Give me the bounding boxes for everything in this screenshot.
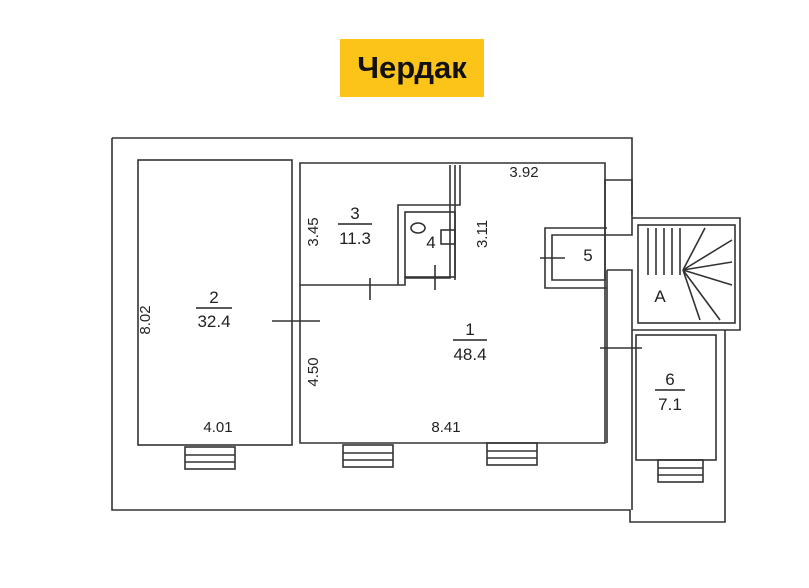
- room-5-number: 5: [583, 246, 592, 265]
- windows: [184, 442, 704, 483]
- room-1-area: 48.4: [453, 345, 486, 364]
- room-1-number: 1: [465, 320, 474, 339]
- dim-corridor-height: 3.11: [474, 220, 491, 248]
- toilet-icon: [410, 222, 426, 234]
- dim-top-width: 3.92: [509, 164, 538, 181]
- dim-room1-height: 4.50: [305, 357, 322, 386]
- room-3: [300, 165, 461, 286]
- room-6-number: 6: [665, 370, 674, 389]
- room-1: [299, 162, 606, 444]
- dim-room2-width: 4.01: [203, 419, 232, 436]
- room-3-area: 11.3: [339, 229, 371, 248]
- room-6-area: 7.1: [658, 395, 682, 414]
- dim-room1-width: 8.41: [431, 419, 460, 436]
- stair-label: A: [654, 287, 666, 306]
- door-marks: [272, 257, 642, 349]
- dim-room2-height: 8.02: [137, 305, 154, 334]
- room-2: [137, 159, 293, 446]
- room-2-area: 32.4: [197, 312, 230, 331]
- staircase: [637, 224, 736, 324]
- sink-icon: [440, 229, 456, 245]
- room-4-number: 4: [426, 233, 435, 252]
- room-2-number: 2: [209, 288, 218, 307]
- room-3-number: 3: [350, 204, 359, 223]
- wall-column: [604, 179, 633, 510]
- page-title: Чердак: [340, 39, 484, 97]
- dim-room3-height: 3.45: [305, 217, 322, 246]
